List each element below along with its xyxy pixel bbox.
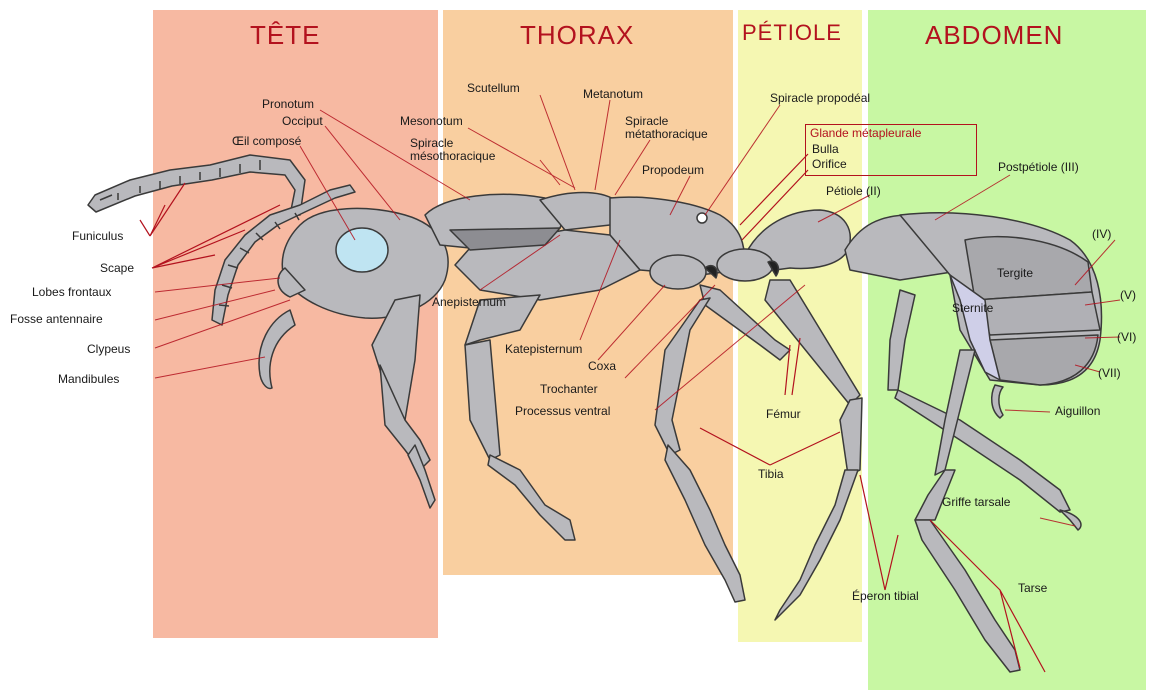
- label-femur: Fémur: [766, 408, 801, 421]
- label-scutellum: Scutellum: [467, 82, 520, 95]
- label-spiracle-meso: Spiracle mésothoracique: [410, 137, 538, 163]
- hindleg-tibia: [655, 298, 710, 455]
- abdomen-leg2-tarsus: [915, 520, 1020, 672]
- label-oeil-compose: Œil composé: [232, 135, 301, 148]
- label-griffe-tarsale: Griffe tarsale: [942, 496, 1010, 509]
- label-anepisternum: Anepisternum: [432, 296, 506, 309]
- stinger: [992, 385, 1003, 418]
- coxa-mid: [650, 255, 706, 289]
- abdomen-leg-claw: [1060, 510, 1081, 530]
- label-pronotum: Pronotum: [262, 98, 314, 111]
- gaster-segment-vii: [990, 335, 1098, 385]
- label-seg-vi: (VI): [1117, 331, 1136, 344]
- label-tibia: Tibia: [758, 468, 784, 481]
- midleg-tarsus: [488, 455, 575, 540]
- compound-eye: [336, 228, 388, 272]
- label-clypeus: Clypeus: [87, 343, 130, 356]
- label-sternite: Sternite: [952, 302, 993, 315]
- label-lobes-frontaux: Lobes frontaux: [32, 286, 111, 299]
- coxa-hind: [717, 249, 773, 281]
- label-glande-metapleurale: Glande métapleurale: [810, 127, 921, 140]
- hindleg-tarsus: [665, 445, 745, 602]
- label-funiculus: Funiculus: [72, 230, 123, 243]
- label-postpetiole-iii: Postpétiole (III): [998, 161, 1079, 174]
- label-spiracle-propodeal: Spiracle propodéal: [770, 92, 870, 105]
- label-orifice: Orifice: [812, 158, 847, 171]
- label-tergite: Tergite: [997, 267, 1033, 280]
- label-seg-iv: (IV): [1092, 228, 1111, 241]
- antenna-left: [88, 155, 305, 215]
- gaster-segment-v: [975, 292, 1100, 335]
- label-bulla: Bulla: [812, 143, 839, 156]
- label-metanotum: Metanotum: [583, 88, 643, 101]
- label-petiole-ii: Pétiole (II): [826, 185, 881, 198]
- label-scape: Scape: [100, 262, 134, 275]
- label-seg-vii: (VII): [1098, 367, 1121, 380]
- label-processus-ventral: Processus ventral: [515, 405, 610, 418]
- mandible: [259, 310, 295, 388]
- abdomen-leg-tibia: [895, 390, 1070, 512]
- label-coxa: Coxa: [588, 360, 616, 373]
- label-aiguillon: Aiguillon: [1055, 405, 1100, 418]
- label-katepisternum: Katepisternum: [505, 343, 582, 356]
- label-mesonotum: Mesonotum: [400, 115, 463, 128]
- midleg-tibia: [465, 340, 500, 460]
- label-tarse: Tarse: [1018, 582, 1047, 595]
- hindleg2-tibia: [840, 398, 862, 475]
- label-mandibules: Mandibules: [58, 373, 119, 386]
- label-spiracle-meta: Spiracle métathoracique: [625, 115, 753, 141]
- label-fosse-antennaire: Fosse antennaire: [10, 313, 103, 326]
- label-seg-v: (V): [1120, 289, 1136, 302]
- hindleg2-tarsus: [775, 470, 858, 620]
- label-occiput: Occiput: [282, 115, 323, 128]
- abdomen-leg-femur: [888, 290, 915, 390]
- label-propodeum: Propodeum: [642, 164, 704, 177]
- label-trochanter: Trochanter: [540, 383, 598, 396]
- label-eperon-tibial: Éperon tibial: [852, 590, 919, 603]
